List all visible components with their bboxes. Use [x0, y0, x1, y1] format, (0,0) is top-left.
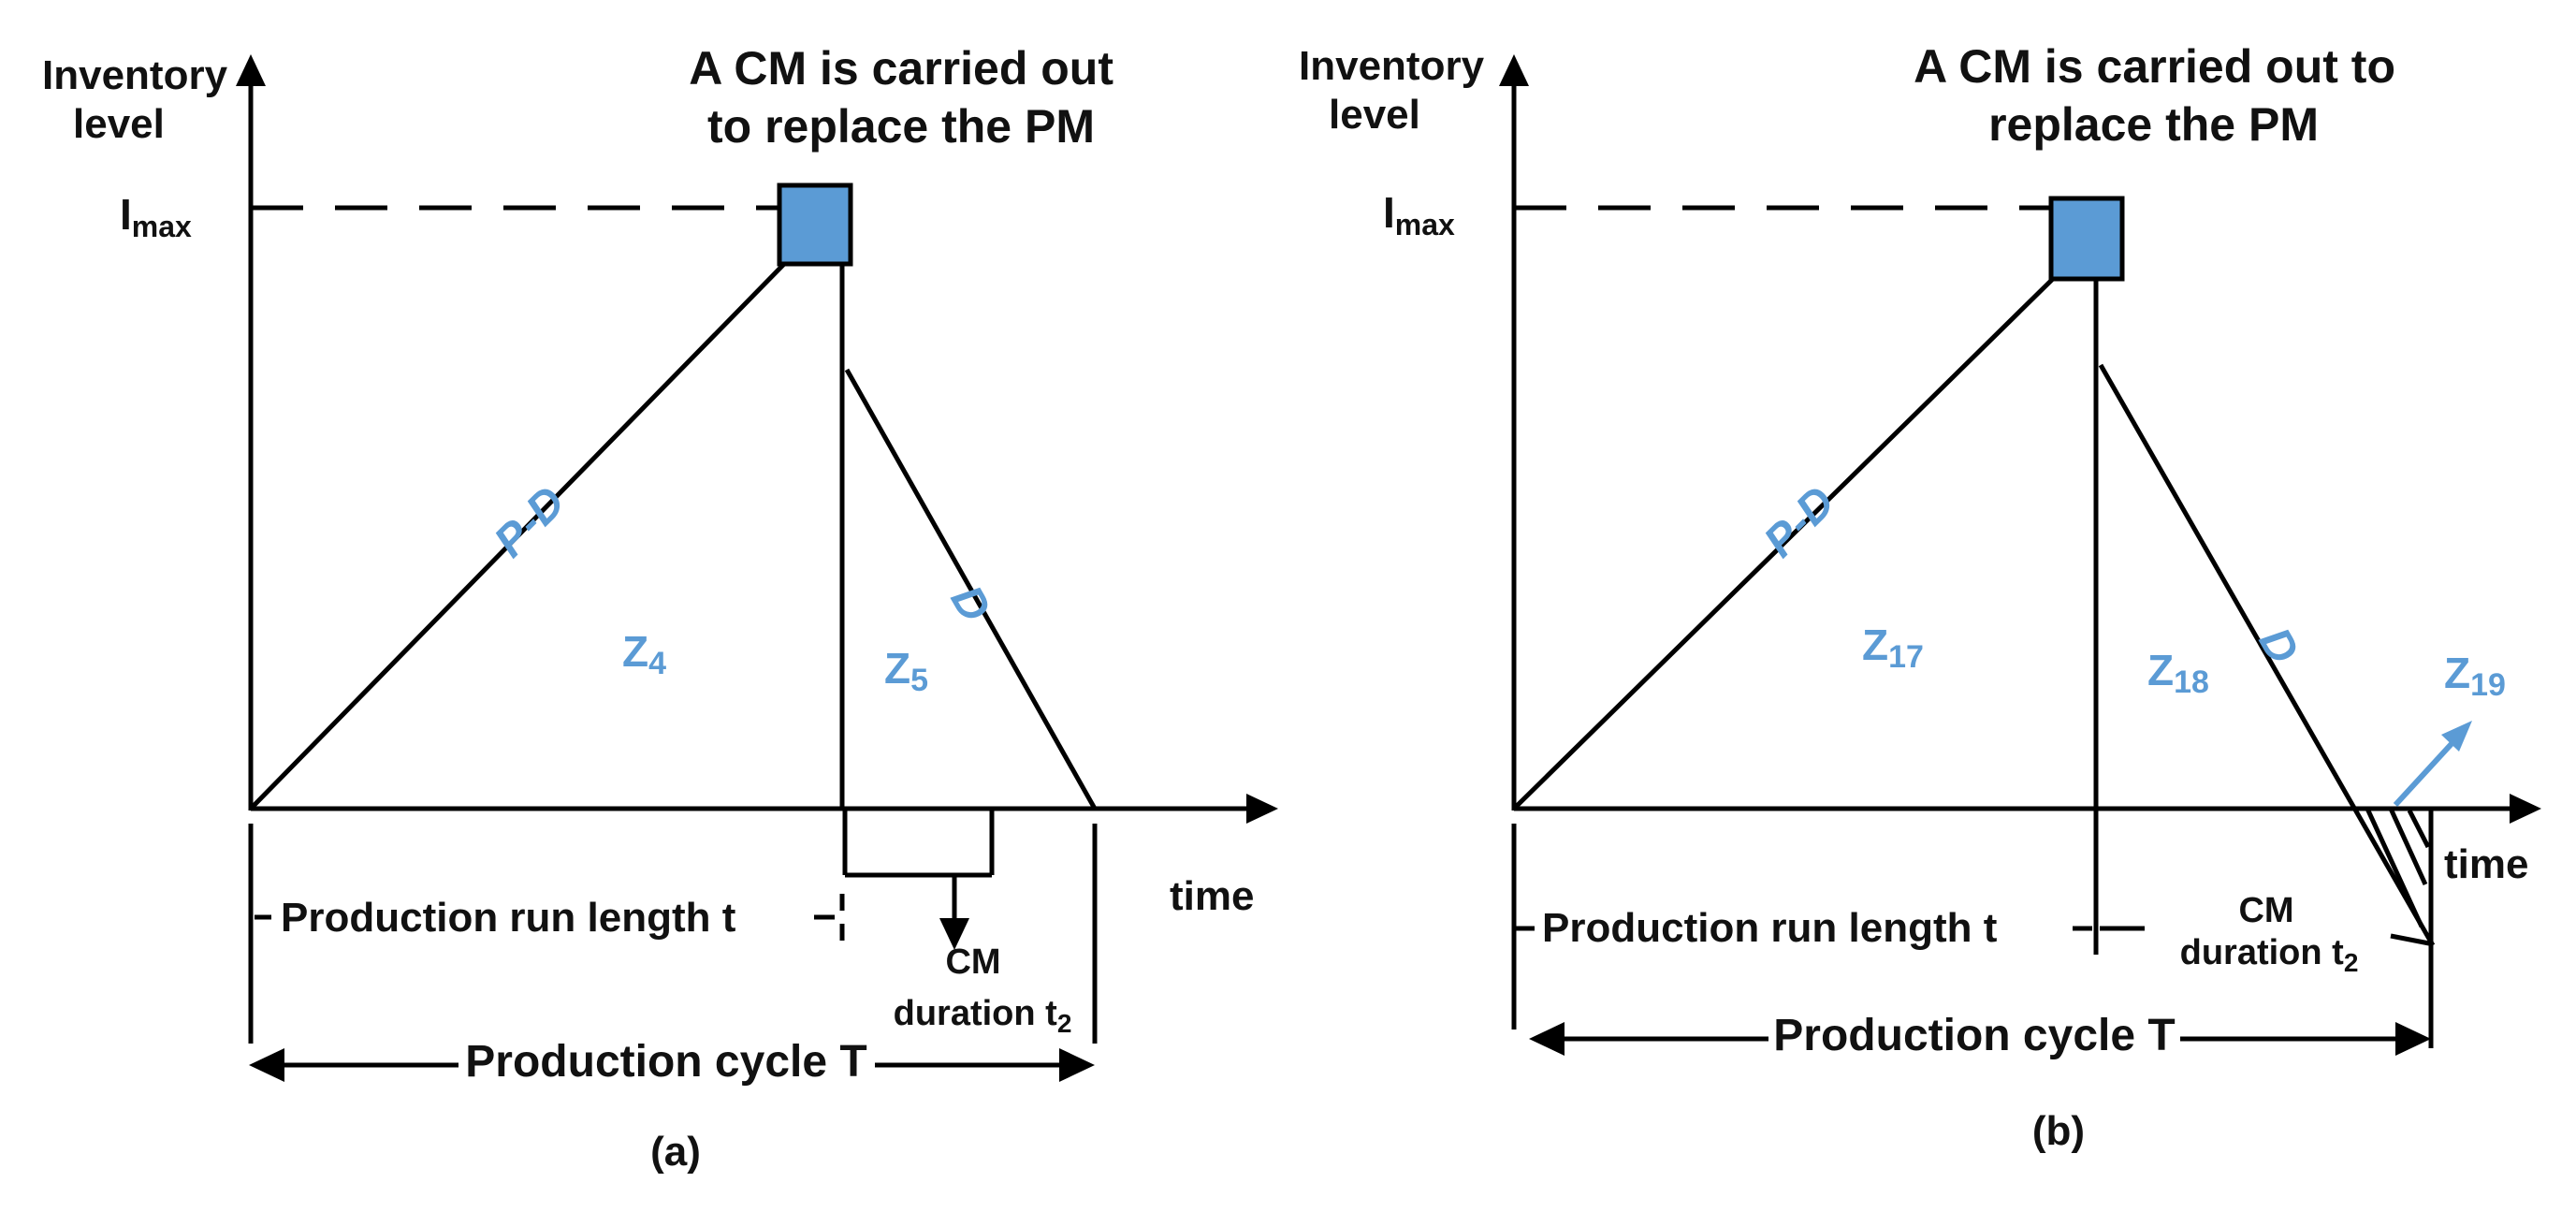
demand-line [844, 368, 1098, 810]
imax-label: Imax [1383, 188, 1455, 241]
zone-label-z19: Z19 [2444, 649, 2506, 703]
cm-duration-line2: duration t2 [894, 994, 1072, 1038]
zone-z18-base: Z [2147, 646, 2174, 694]
zone-z19-subscript: 19 [2470, 667, 2506, 703]
zone-z5-subscript: 5 [910, 663, 928, 698]
zone-z17-base: Z [1862, 621, 1888, 669]
z19-pointer-arrow [2393, 733, 2462, 808]
production-line [1512, 271, 2060, 810]
cm-duration-base: duration t [2180, 933, 2345, 972]
imax-base: I [1383, 188, 1395, 237]
cycle-label: Production cycle T [465, 1037, 866, 1087]
y-axis-arrowhead [1499, 54, 1529, 86]
demand-line [2098, 363, 2436, 947]
x-axis-arrowhead [2510, 794, 2541, 824]
zone-z4-subscript: 4 [648, 646, 666, 681]
cm-duration-line2: duration t2 [2180, 933, 2359, 977]
rate-label-demand: D [2249, 620, 2307, 673]
cm-duration-subscript: 2 [2344, 948, 2359, 977]
cycle-arrowhead-left [249, 1048, 284, 1082]
run-length-label: Production run length t [1542, 905, 1998, 951]
cm-box [777, 183, 853, 267]
x-axis-label: time [1170, 873, 1254, 919]
cycle-label: Production cycle T [1773, 1011, 2175, 1060]
rate-label-production: P-D [1754, 477, 1844, 567]
cycle-arrowhead-right [2395, 1022, 2431, 1056]
panel-b: Inventory level Imax A CM is carried out… [1299, 40, 2541, 1154]
imax-base: I [120, 190, 132, 239]
cm-box [2048, 196, 2125, 282]
panel-a: Inventory level Imax A CM is carried out… [42, 42, 1278, 1175]
title-line1: A CM is carried out [689, 42, 1113, 95]
title-line2: replace the PM [1988, 98, 2319, 151]
zone-label-z5: Z5 [884, 644, 928, 698]
zone-z19-base: Z [2444, 649, 2470, 697]
imax-subscript: max [132, 210, 192, 243]
zone-label-z17: Z17 [1862, 621, 1924, 675]
x-axis-arrowhead [1246, 794, 1278, 824]
imax-label: Imax [120, 190, 192, 243]
zone-z17-subscript: 17 [1888, 639, 1924, 675]
cm-duration-line1: CM [945, 942, 1000, 982]
title-line1: A CM is carried out to [1914, 40, 2395, 93]
zone-z5-base: Z [884, 644, 910, 693]
cycle-arrowhead-right [1059, 1048, 1095, 1082]
cm-pointer-arrowhead [939, 918, 969, 950]
cycle-arrowhead-left [1529, 1022, 1565, 1056]
y-axis-label-line2: level [1329, 92, 1420, 138]
zone-z18-subscript: 18 [2174, 664, 2209, 700]
zone-label-z4: Z4 [622, 627, 666, 681]
y-axis-label-line2: level [73, 101, 165, 147]
cm-duration-end [2390, 933, 2430, 946]
imax-subscript: max [1395, 208, 1455, 241]
cm-duration-base: duration t [894, 994, 1058, 1033]
run-length-label: Production run length t [281, 895, 736, 941]
z19-pointer-arrowhead [2441, 721, 2472, 752]
y-axis-label-line1: Inventory [42, 52, 228, 98]
zone-label-z18: Z18 [2147, 646, 2209, 700]
production-line [249, 260, 788, 810]
panel-caption-b: (b) [2032, 1108, 2085, 1154]
title-line2: to replace the PM [707, 100, 1095, 153]
cm-duration-line1: CM [2238, 891, 2293, 930]
y-axis-label-line1: Inventory [1299, 43, 1485, 89]
y-axis-arrowhead [236, 54, 266, 86]
shortage-hatch [2365, 807, 2431, 928]
panel-caption-a: (a) [650, 1129, 701, 1175]
zone-z4-base: Z [622, 627, 648, 676]
cm-duration-subscript: 2 [1057, 1009, 1072, 1038]
x-axis-label: time [2444, 841, 2528, 887]
